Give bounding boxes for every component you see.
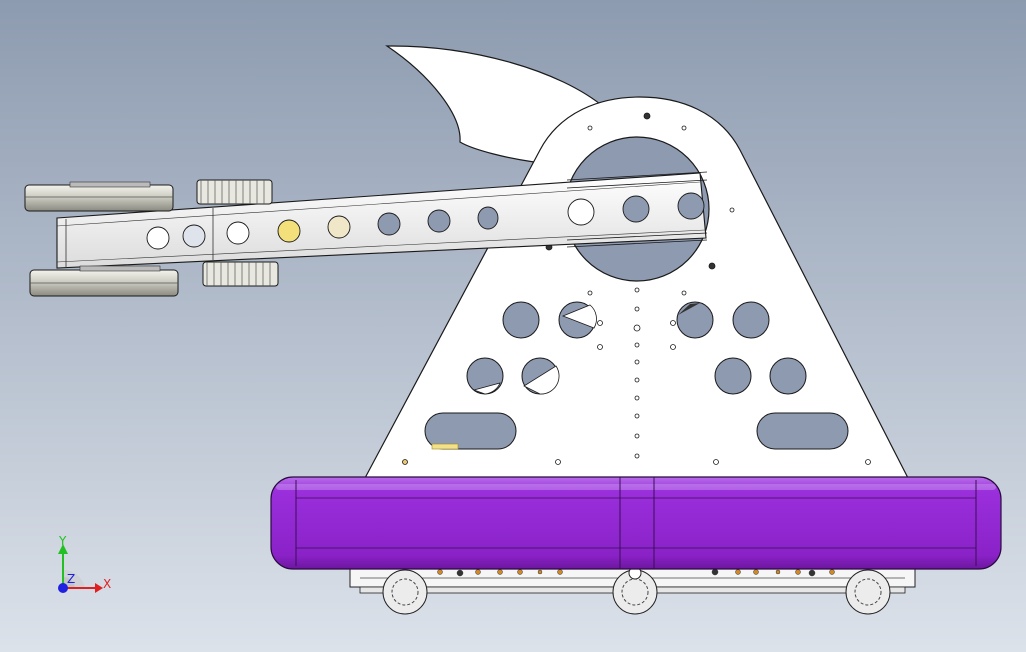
drive-wheel-center[interactable]: [612, 566, 658, 615]
arm-tip-wheels[interactable]: [24, 179, 279, 297]
lower-chassis[interactable]: [349, 564, 916, 615]
drive-wheel-right[interactable]: [845, 569, 891, 615]
gear-upper[interactable]: [196, 179, 273, 205]
arm-holes: [146, 192, 705, 250]
tip-wheel-upper[interactable]: [24, 181, 174, 212]
hole-details: [431, 303, 700, 450]
z-axis-dot: [58, 583, 68, 593]
y-axis-arrow: [58, 544, 68, 554]
tip-wheel-lower[interactable]: [29, 265, 179, 297]
z-axis-label: Z: [67, 572, 75, 586]
drive-wheel-left[interactable]: [382, 569, 428, 615]
purple-bumper[interactable]: [270, 476, 1002, 570]
gear-lower[interactable]: [202, 261, 279, 287]
x-axis-arrow: [95, 583, 103, 593]
coordinate-triad: Y X Z: [58, 534, 111, 593]
y-axis-label: Y: [58, 534, 67, 548]
arm-rail-lines: [566, 171, 708, 248]
x-axis-label: X: [103, 577, 111, 591]
